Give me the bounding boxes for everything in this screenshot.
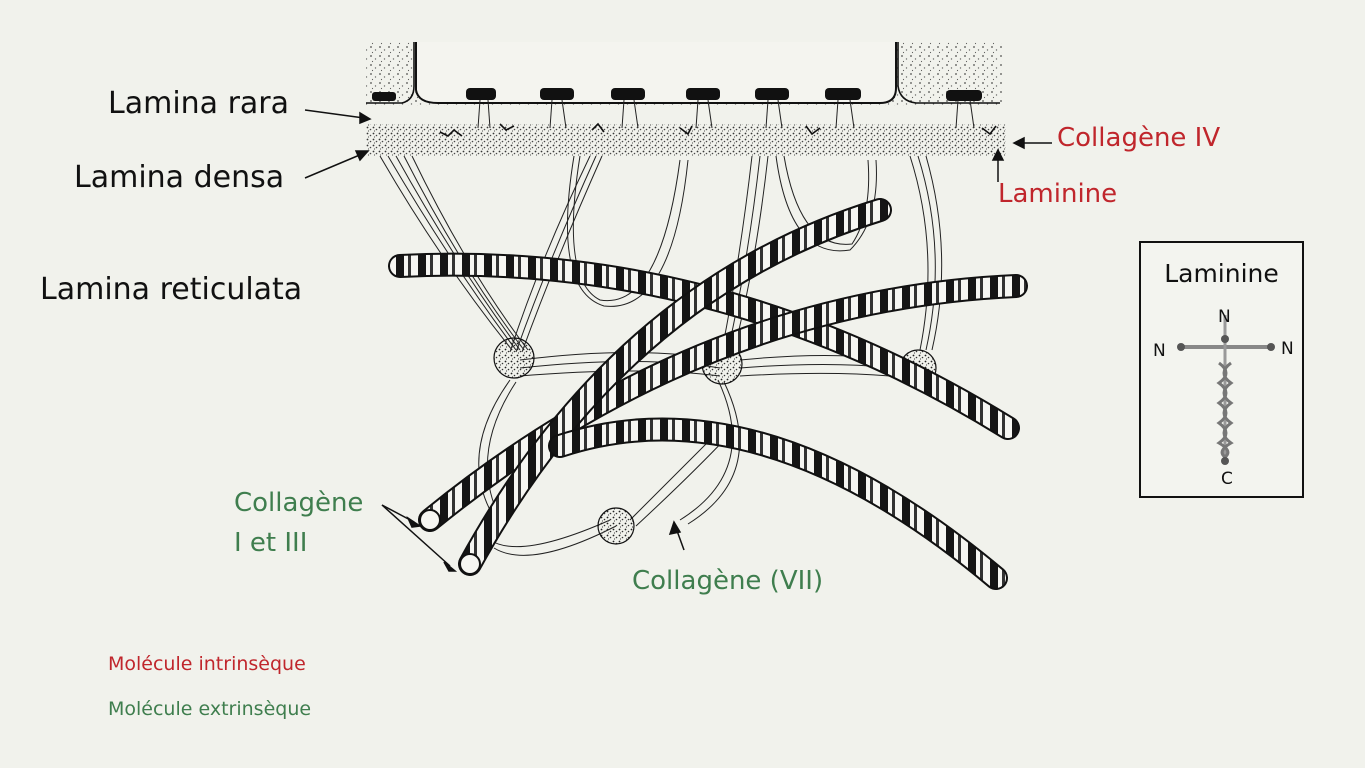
anchoring-fibrils — [379, 155, 943, 556]
collagen-fibers — [388, 198, 1028, 590]
lamina-densa-label: Lamina densa — [74, 160, 285, 195]
label-arrows — [304, 109, 1052, 572]
inset-c-bottom: C — [1221, 469, 1233, 489]
laminine-label: Laminine — [998, 179, 1118, 209]
anchoring-filaments — [477, 99, 975, 129]
inset-n-left: N — [1153, 341, 1166, 361]
collagene-vii-label: Collagène (VII) — [632, 566, 824, 596]
lamina-densa-layer — [366, 122, 1006, 156]
legend-extrinsic: Molécule extrinsèque — [108, 698, 312, 720]
collagene-iv-label: Collagène IV — [1057, 123, 1221, 153]
lamina-rara-label: Lamina rara — [108, 86, 290, 121]
collagene-i-iii-label-line2: I et III — [234, 528, 308, 558]
collagene-i-iii-label-line1: Collagène — [234, 488, 364, 518]
inset-n-top: N — [1218, 307, 1231, 327]
laminine-inset: Laminine N N N C — [1139, 241, 1304, 498]
inset-title: Laminine — [1164, 259, 1279, 288]
laminine-molecule — [1177, 315, 1275, 465]
lamina-reticulata-label: Lamina reticulata — [40, 272, 303, 307]
inset-n-right: N — [1281, 339, 1294, 359]
hemidesmosomes — [372, 88, 982, 101]
epithelium — [366, 42, 1002, 106]
legend-intrinsic: Molécule intrinsèque — [108, 653, 306, 675]
